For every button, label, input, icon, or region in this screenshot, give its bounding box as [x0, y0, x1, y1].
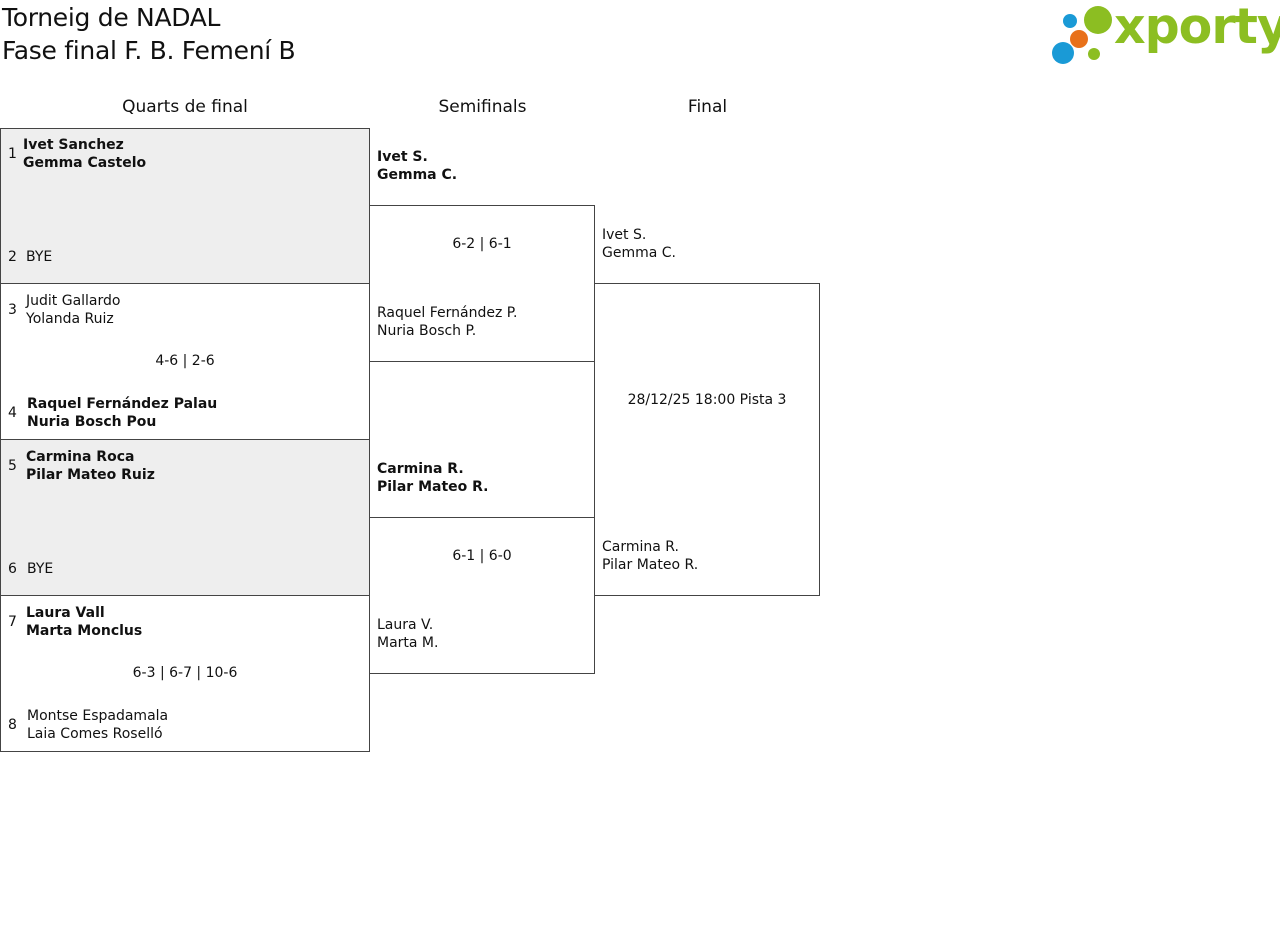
- round-heading-final: Final: [687, 97, 728, 117]
- qf2-score: 4-6 | 2-6: [155, 353, 215, 369]
- final-team-a-player-2: Gemma C.: [602, 245, 676, 261]
- sf2-score: 6-1 | 6-0: [452, 548, 512, 564]
- seed-number: 1: [8, 146, 17, 162]
- logo-dot-orange: [1070, 30, 1088, 48]
- final-team-b-player-2: Pilar Mateo R.: [602, 557, 699, 573]
- logo-dot-green-small: [1088, 48, 1100, 60]
- seed-number: 2: [8, 249, 17, 265]
- seed-number: 6: [8, 561, 17, 577]
- logo-dot-green-large: [1084, 6, 1112, 34]
- final-team-a-player-1: Ivet S.: [602, 227, 647, 243]
- qf3-team-a-player-1: Carmina Roca: [26, 449, 135, 465]
- qf-match-3[interactable]: [0, 439, 370, 596]
- logo-dot-blue-large: [1052, 42, 1074, 64]
- sf2-team-b-player-2: Marta M.: [377, 635, 439, 651]
- qf3-team-b-bye: BYE: [27, 561, 54, 577]
- logo-dot-blue: [1063, 14, 1077, 28]
- seed-number: 5: [8, 458, 17, 474]
- qf2-team-b-player-1: Raquel Fernández Palau: [27, 396, 218, 412]
- seed-number: 8: [8, 717, 17, 733]
- qf4-team-b-player-2: Laia Comes Roselló: [27, 726, 163, 742]
- seed-number: 3: [8, 302, 17, 318]
- qf-match-1[interactable]: [0, 128, 370, 284]
- qf4-score: 6-3 | 6-7 | 10-6: [132, 665, 238, 681]
- sf1-team-b-player-1: Raquel Fernández P.: [377, 305, 518, 321]
- sf1-score: 6-2 | 6-1: [452, 236, 512, 252]
- sf1-team-a-player-1: Ivet S.: [377, 149, 428, 165]
- round-heading-semifinals: Semifinals: [438, 97, 527, 117]
- qf1-team-b-bye: BYE: [26, 249, 53, 265]
- sf2-team-a-player-1: Carmina R.: [377, 461, 464, 477]
- seed-number: 4: [8, 405, 17, 421]
- final-match[interactable]: [594, 283, 820, 596]
- seed-number: 7: [8, 614, 17, 630]
- tournament-title: Torneig de NADAL: [2, 3, 221, 32]
- phase-subtitle: Fase final F. B. Femení B: [2, 36, 296, 65]
- qf2-team-a-player-1: Judit Gallardo: [26, 293, 121, 309]
- sf2-team-a-player-2: Pilar Mateo R.: [377, 479, 489, 495]
- qf4-team-b-player-1: Montse Espadamala: [27, 708, 169, 724]
- qf2-team-b-player-2: Nuria Bosch Pou: [27, 414, 157, 430]
- round-heading-quarterfinals: Quarts de final: [122, 97, 248, 117]
- sf1-team-a-player-2: Gemma C.: [377, 167, 458, 183]
- qf4-team-a-player-1: Laura Vall: [26, 605, 105, 621]
- sf1-team-b-player-2: Nuria Bosch P.: [377, 323, 477, 339]
- qf1-team-a-player-2: Gemma Castelo: [23, 155, 147, 171]
- qf4-team-a-player-2: Marta Monclus: [26, 623, 143, 639]
- xporty-logo[interactable]: xporty: [1050, 0, 1280, 68]
- sf2-team-b-player-1: Laura V.: [377, 617, 434, 633]
- final-team-b-player-1: Carmina R.: [602, 539, 679, 555]
- qf3-team-a-player-2: Pilar Mateo Ruiz: [26, 467, 155, 483]
- final-schedule: 28/12/25 18:00 Pista 3: [627, 392, 787, 408]
- qf1-team-a-player-1: Ivet Sanchez: [23, 137, 124, 153]
- qf2-team-a-player-2: Yolanda Ruiz: [26, 311, 114, 327]
- logo-wordmark: xporty: [1114, 0, 1280, 55]
